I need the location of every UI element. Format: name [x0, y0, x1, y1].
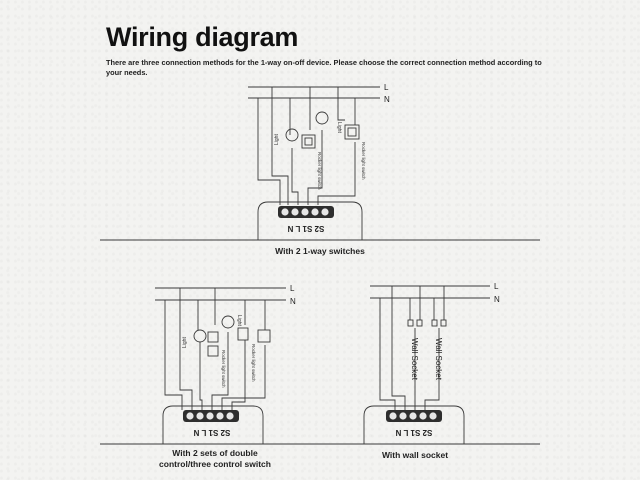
d3-socket-a-label: Wall Socket [410, 338, 419, 381]
diagram-1: L N Light Light Rocker light switch Rock… [100, 83, 540, 241]
d1-wire-switch-b-l [337, 87, 345, 121]
d2-switch-b-icon [237, 327, 249, 341]
d3-terminal-block [386, 410, 442, 422]
d3-module [363, 405, 465, 444]
page-subtitle: There are three connection methods for t… [106, 58, 542, 77]
d2-terminal-block [183, 410, 239, 422]
d3-neutral-label: N [494, 295, 500, 304]
d2-line-label: L [290, 284, 295, 293]
d3-line-label: L [494, 282, 499, 291]
d1-caption: With 2 1-way switches [275, 246, 365, 256]
d2-switch-a2-icon [207, 345, 219, 357]
d2-neutral-label: N [290, 297, 296, 306]
diagram-2: L N Light Light Rocker light switch Rock… [155, 284, 296, 444]
d1-wire-l [271, 87, 289, 205]
d1-switch-a-label: Rocker light switch [317, 152, 322, 190]
d1-line-label: L [384, 83, 389, 92]
d1-light-b-icon [315, 111, 329, 125]
d3-wire-n [379, 298, 396, 410]
d3-caption: With wall socket [381, 450, 449, 460]
d2-module [162, 405, 264, 444]
d2-caption-line1: With 2 sets of double [172, 448, 258, 458]
d2-light-b-icon [221, 315, 235, 329]
diagram-3: L N Wall Socket Wall Socket S2 S1 L N [363, 282, 500, 444]
d1-wire-s1 [291, 148, 299, 205]
d3-socket-b-label: Wall Socket [434, 338, 443, 381]
d2-terminal-labels: S2 S1 L N [193, 428, 230, 437]
d1-wire-n [257, 98, 281, 205]
d1-switch-b-label: Rocker light switch [361, 142, 366, 180]
d2-wire-l [179, 288, 193, 410]
d1-terminal-labels: S2 S1 L N [287, 224, 324, 233]
d2-wire-switch-b-out [221, 345, 266, 410]
d2-caption: With 2 sets of double control/three cont… [130, 448, 300, 470]
d2-wire-switch-a-out [231, 340, 246, 410]
d1-module [257, 201, 363, 240]
d3-terminal-labels: S2 S1 L N [395, 428, 432, 437]
d2-light-a-icon [193, 329, 207, 343]
d2-wire-n [164, 300, 183, 410]
d1-neutral-label: N [384, 95, 390, 104]
d1-wire-s2 [307, 130, 323, 205]
d1-switch-b-icon [344, 124, 360, 140]
d3-socket-a-icon [407, 319, 423, 327]
d3-socket-b-icon [431, 319, 447, 327]
page-title: Wiring diagram [106, 22, 299, 52]
d1-light-a-icon [285, 128, 299, 142]
d1-switch-a-icon [301, 134, 316, 149]
d1-wire-switch-b-out [317, 142, 356, 205]
d1-light-b-label: Light [336, 122, 342, 133]
d2-light-b-label: Light [236, 315, 242, 326]
d2-wire-s1 [199, 342, 203, 410]
d2-wire-s2 [211, 332, 229, 410]
d3-wire-s2 [424, 328, 440, 410]
d2-caption-line2: control/three control switch [159, 459, 271, 469]
d1-terminal-block [278, 206, 334, 218]
d2-switch-a-icon [207, 331, 219, 343]
d1-switch-b-rocker [347, 127, 357, 137]
d2-switch-b-label: Rocker light switch [251, 344, 256, 382]
d2-switch-c-icon [257, 329, 271, 343]
d2-light-a-label: Light [182, 337, 188, 348]
d2-switch-a-label: Rocker light switch [221, 350, 226, 388]
d1-light-a-label: Light [274, 134, 280, 145]
d1-switch-a-rocker [304, 137, 313, 146]
d3-wire-l [391, 286, 406, 410]
